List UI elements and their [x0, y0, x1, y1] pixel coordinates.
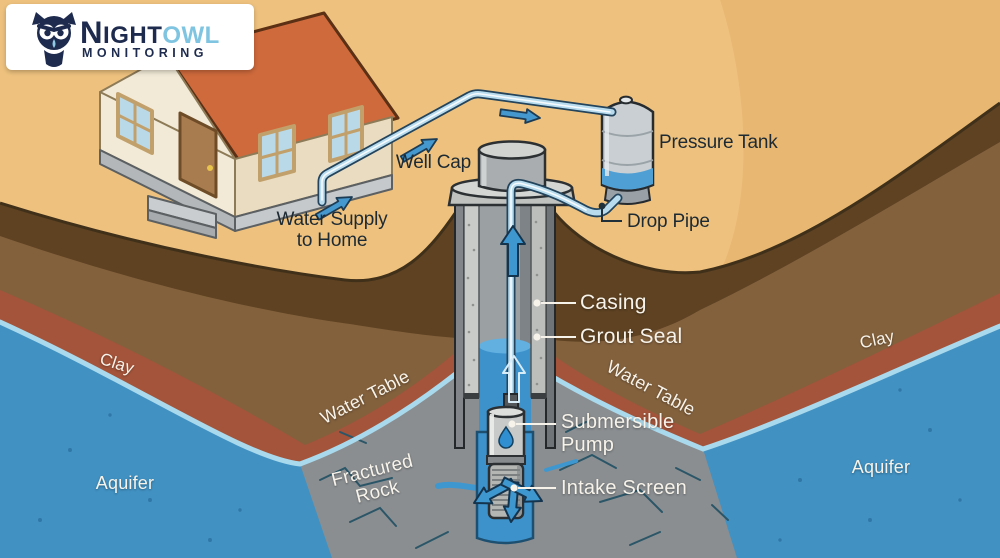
up-arrow-water — [502, 355, 526, 403]
house-door — [178, 111, 218, 199]
aquifer-speckles — [38, 388, 962, 542]
label-aquifer-right: Aquifer — [851, 457, 911, 477]
house-window-front — [116, 92, 154, 155]
label-well-cap: Well Cap — [395, 152, 471, 173]
water-fractures — [435, 459, 578, 491]
label-submersible-line1: Submersible — [561, 411, 675, 433]
label-water-supply-line2: to Home — [296, 230, 368, 252]
drop-pipe-graphic — [506, 178, 623, 409]
pressure-tank-graphic — [600, 95, 655, 205]
door-knob — [207, 165, 213, 171]
well-outer-wall-right — [545, 199, 556, 449]
up-arrow-casing — [500, 225, 526, 277]
brand-night: Night — [80, 15, 163, 50]
house-steps-face — [147, 209, 217, 239]
drop-pipe-leader — [601, 206, 622, 222]
casing-water-surface — [479, 338, 531, 354]
inflow-arrow-right — [499, 476, 543, 503]
submersible-pump-graphic — [486, 393, 526, 520]
house-window-side-1 — [258, 124, 296, 182]
label-grout-seal: Grout Seal — [580, 325, 683, 348]
flow-arrows — [314, 108, 543, 523]
label-water-supply-line1: Water Supply — [276, 209, 388, 230]
label-intake-screen: Intake Screen — [561, 477, 688, 499]
logo-text: NightOwl — [80, 15, 220, 51]
label-aquifer-left: Aquifer — [95, 473, 155, 493]
brand-owl: Owl — [162, 22, 220, 49]
water-table-line — [0, 319, 1000, 467]
well-cap-body — [477, 148, 547, 193]
label-submersible-line2: Pump — [561, 434, 615, 456]
owl-logo-icon — [32, 12, 76, 67]
drop-pipe-leader-dot — [598, 202, 606, 210]
water-supply-pipe — [317, 89, 617, 207]
well-outer-wall-left — [454, 199, 465, 449]
well-cap-top — [477, 140, 547, 160]
logo-card: NightOwl MONITORING — [6, 4, 254, 70]
house-foundation-side — [234, 174, 393, 232]
pipe-arrow-1 — [399, 138, 438, 163]
label-casing: Casing — [580, 291, 647, 314]
surface-edge-line — [0, 101, 1000, 283]
rock-cracks — [319, 421, 729, 549]
label-pressure-tank: Pressure Tank — [659, 132, 778, 153]
leader-lines — [508, 202, 622, 492]
brand-subtitle: MONITORING — [82, 46, 209, 60]
water-drop-icon — [498, 425, 514, 449]
pipe-arrow-3 — [314, 196, 353, 221]
pipe-arrow-2 — [499, 108, 541, 124]
label-drop-pipe: Drop Pipe — [627, 211, 710, 232]
casing-shade — [520, 158, 531, 432]
hillside-shading — [720, 0, 1000, 268]
